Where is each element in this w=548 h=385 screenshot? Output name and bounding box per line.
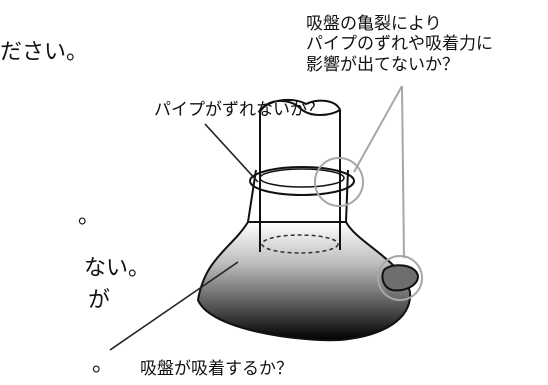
text-fragment-3: ない。	[84, 256, 151, 281]
leader-line-crack	[353, 85, 405, 259]
text-fragment-5: 。	[92, 352, 115, 377]
callout-crack-line-1: 吸盤の亀裂により	[306, 14, 442, 34]
suction-cup-tab	[381, 264, 420, 292]
pipe-bottom-hidden	[261, 234, 339, 254]
collar-ring-inner	[259, 168, 345, 188]
callout-crack: 吸盤の亀裂により パイプのずれや吸着力に 影響が出てないか？	[306, 14, 493, 75]
callout-pipe-shift: パイプがずれないか？	[154, 100, 324, 120]
crack-check-circle-lower	[377, 255, 423, 301]
pipe-top-edge	[259, 98, 342, 116]
text-fragment-1: ださい。	[0, 40, 89, 65]
leader-line-suction	[109, 261, 239, 351]
suction-cup-neck	[247, 169, 349, 223]
pipe	[259, 110, 341, 252]
text-fragment-4: が	[88, 288, 111, 313]
leader-line-pipe-shift	[204, 123, 259, 183]
callout-suction: 吸盤が吸着するか？	[140, 359, 293, 379]
callout-crack-line-2: パイプのずれや吸着力に	[306, 34, 493, 55]
callout-crack-line-3: 影響が出てないか？	[306, 54, 459, 75]
suction-cup-base	[196, 221, 412, 342]
text-fragment-2: 。	[78, 204, 101, 229]
crack-check-circle-upper	[314, 157, 364, 207]
collar-ring-outer	[249, 166, 355, 196]
